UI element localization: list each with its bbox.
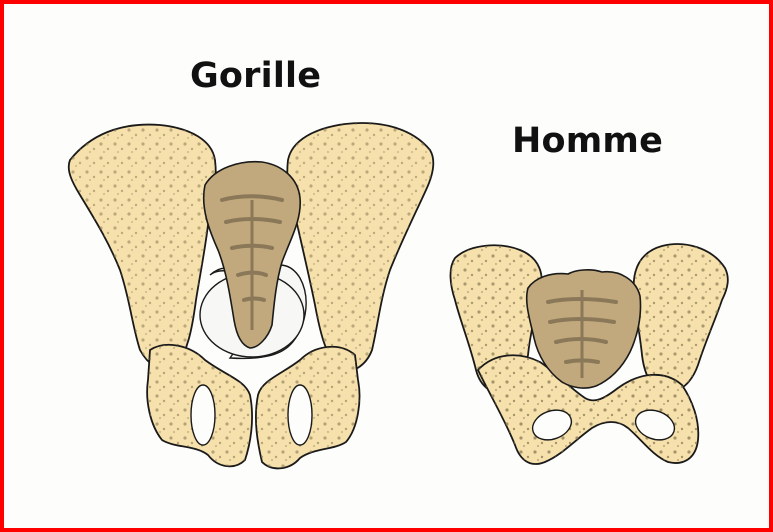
gorilla-pelvis (69, 123, 433, 468)
human-pelvis (450, 244, 727, 464)
gorilla-left-obturator (191, 385, 215, 445)
gorilla-right-obturator (288, 385, 312, 445)
